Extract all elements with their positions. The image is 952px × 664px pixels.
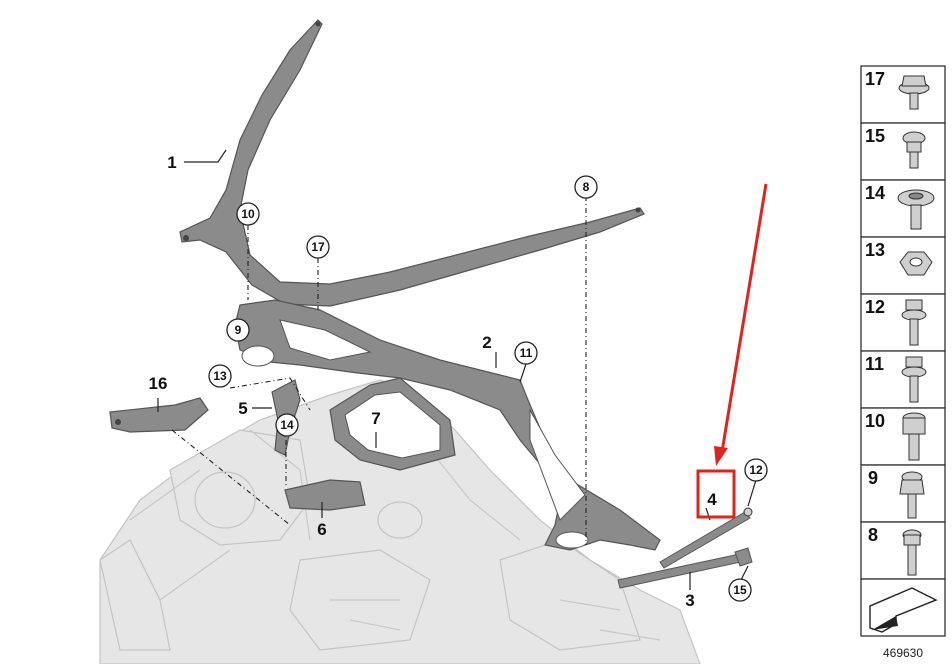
svg-text:8: 8 [583,180,590,194]
callout-5[interactable]: 5 [238,399,247,418]
callout-8[interactable]: 8 [574,175,598,199]
flange-bolt-icon [898,75,930,110]
panel-label-17: 17 [865,69,885,89]
panel-label-14: 14 [865,183,885,203]
callout-9[interactable]: 9 [226,318,250,342]
callout-13[interactable]: 13 [208,364,232,388]
svg-text:15: 15 [733,583,747,597]
svg-text:17: 17 [311,240,325,254]
highlight-box-part-4[interactable]: 4 [696,469,736,519]
callout-2[interactable]: 2 [482,333,491,352]
front-direction-icon [869,587,938,633]
svg-text:11: 11 [520,346,533,360]
callout-3[interactable]: 3 [685,591,694,610]
hex-nut-icon [899,251,933,276]
part-4-tension-rod[interactable] [659,507,753,569]
diagram-reference-number: 469630 [883,646,923,660]
panel-label-12: 12 [865,297,885,317]
part-7-bracket[interactable] [329,377,456,471]
callout-15[interactable]: 15 [728,578,752,602]
part-6-bracket[interactable] [284,479,366,511]
collar-bolt-icon [901,299,927,346]
callout-10[interactable]: 10 [236,202,260,226]
svg-text:12: 12 [749,463,763,477]
part-1-strut-brace[interactable] [179,19,645,307]
highlight-arrow [714,183,768,466]
panel-label-10: 10 [865,411,885,431]
svg-text:13: 13 [213,369,227,383]
washer-screw-icon [897,189,935,230]
leader-lines [157,149,757,590]
bolt-11-icon [901,356,927,403]
callout-16[interactable]: 16 [149,374,168,393]
callout-11[interactable]: 11 [514,341,538,365]
bolt-9-icon [899,471,925,519]
panel-label-15: 15 [865,126,885,146]
fastener-panel: 17 15 14 13 12 11 10 9 8 [860,65,946,637]
part-2-lower-brace-frame[interactable] [234,299,661,551]
bolt-10-icon [902,412,926,461]
callout-17[interactable]: 17 [306,235,330,259]
svg-text:9: 9 [235,323,242,337]
panel-label-8: 8 [868,525,878,545]
part-16-bracket[interactable] [109,397,209,433]
panel-label-13: 13 [865,240,885,260]
part-3-tension-rod[interactable] [617,547,753,589]
callout-14[interactable]: 14 [275,413,299,437]
ghost-body-structure [99,379,701,664]
bolt-8-icon [902,529,922,576]
callout-6[interactable]: 6 [317,520,326,539]
panel-label-9: 9 [868,468,878,488]
callout-7[interactable]: 7 [371,409,380,428]
callout-1[interactable]: 1 [167,153,176,172]
svg-text:10: 10 [241,207,255,221]
torx-screw-icon [902,131,926,169]
callout-4[interactable]: 4 [707,490,717,509]
callout-12[interactable]: 12 [744,458,768,482]
panel-label-11: 11 [865,354,884,374]
svg-text:14: 14 [280,418,294,432]
